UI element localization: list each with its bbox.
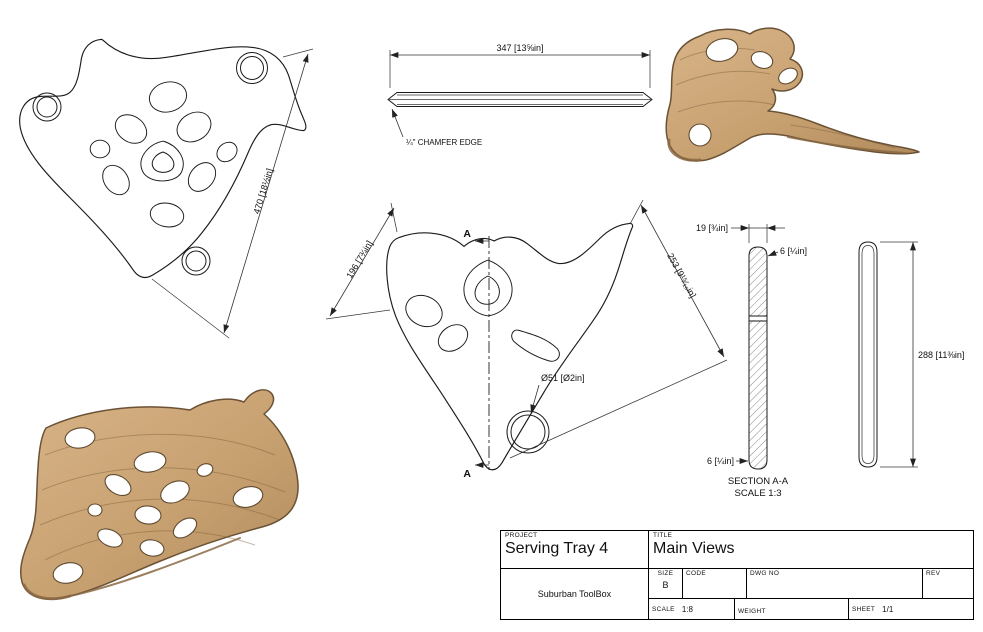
section-labels: SECTION A-A SCALE 1:3 [728,476,789,499]
dim-6-bottom: 6 [¼in] [707,456,748,466]
sheet-cell: SHEET 1/1 [849,599,973,619]
dim-6-bottom-text: 6 [¼in] [707,456,734,466]
size-cell: SIZE B [649,569,683,598]
section-marker-bottom: A [463,468,471,480]
size-label: SIZE [657,570,674,577]
dwg-no-label: DWG NO [750,570,780,577]
dim-470-text: 470 [18½in] [251,167,274,215]
section-cut-line: A A [463,228,490,480]
dim-hole-diameter: Ø51 [Ø2in] [530,373,585,414]
project-cell: PROJECT Serving Tray 4 [501,531,649,568]
scale-label: SCALE [652,605,675,613]
view-top-plan [22,42,303,275]
company-name: Suburban ToolBox [537,589,612,599]
view-front [389,226,630,467]
rev-label: REV [926,570,941,577]
size-value: B [662,580,669,590]
title-block-row-2: Suburban ToolBox SIZE B CODE DWG NO REV [501,569,973,619]
title-block-row-1: PROJECT Serving Tray 4 TITLE Main Views [501,531,973,569]
dim-288-text: 288 [11⅜in] [918,350,964,360]
scale-value: 1:8 [681,604,693,614]
company-cell: Suburban ToolBox [501,569,649,619]
view-section-aa [748,246,768,470]
dim-hole-text: Ø51 [Ø2in] [541,373,585,383]
weight-label: WEIGHT [738,608,766,615]
dim-347: 347 [13⅝in] [389,43,651,88]
section-scale-text: SCALE 1:3 [735,488,782,499]
dwg-no-cell: DWG NO [747,569,923,598]
view-edge-profile [387,92,653,107]
dim-196-text: 196 [7¾in] [344,239,374,280]
view-iso-bottom-left [19,389,299,601]
weight-cell: WEIGHT [735,599,849,619]
scale-cell: SCALE 1:8 [649,599,735,619]
chamfer-note-text: ¼" CHAMFER EDGE [406,138,482,147]
sheet-label: SHEET [852,605,876,613]
dim-253-text: 253 [9¹⁵⁄₁₆in] [665,252,698,300]
title-cell: TITLE Main Views [649,531,973,568]
dim-19-text: 19 [¾in] [696,223,728,233]
title-block-right: SIZE B CODE DWG NO REV SCALE 1:8 [649,569,973,619]
title-label: TITLE [653,532,673,539]
dim-6-top: 6 [¼in] [767,246,807,257]
dim-6-top-text: 6 [¼in] [780,246,807,256]
note-chamfer: ¼" CHAMFER EDGE [391,108,482,147]
title-value: Main Views [653,540,735,557]
section-title-text: SECTION A-A [728,476,789,487]
sheet-value: 1/1 [882,604,894,614]
dim-19: 19 [¾in] [696,223,785,243]
rev-cell: REV [923,569,973,598]
title-block-header-cells: SIZE B CODE DWG NO REV [649,569,973,599]
code-cell: CODE [683,569,747,598]
project-label: PROJECT [505,532,538,539]
section-marker-top: A [463,228,471,240]
dim-288: 288 [11⅜in] [880,241,964,468]
project-value: Serving Tray 4 [505,540,609,557]
view-iso-top-right [665,27,920,162]
title-block-bottom-row: SCALE 1:8 WEIGHT SHEET 1/1 [649,599,973,619]
view-side-profile [858,241,878,468]
code-label: CODE [686,570,706,577]
title-block: PROJECT Serving Tray 4 TITLE Main Views … [500,530,974,620]
dim-347-text: 347 [13⅝in] [496,43,543,53]
